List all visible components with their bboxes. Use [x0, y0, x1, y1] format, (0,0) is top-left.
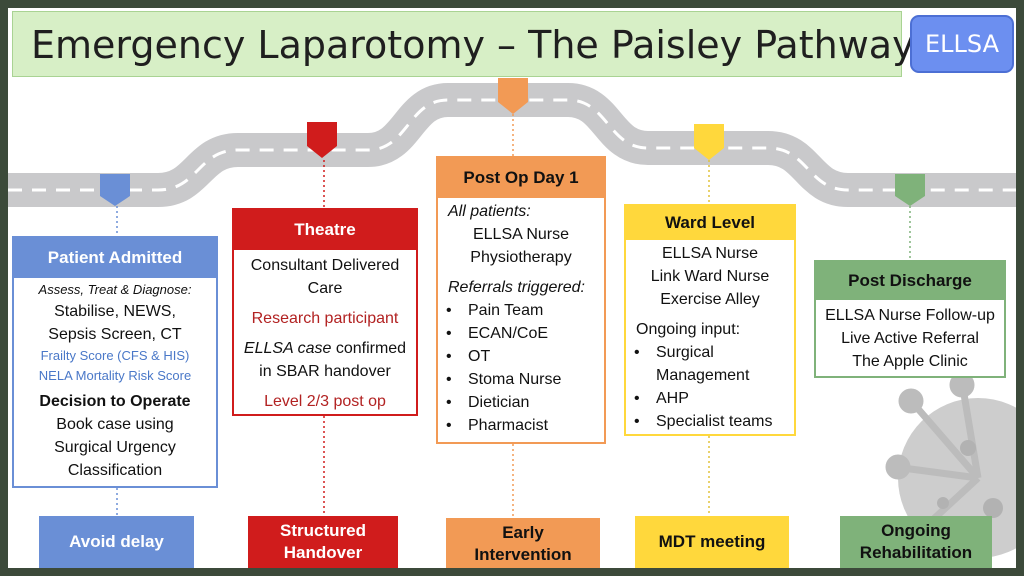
pin-red: [307, 122, 337, 158]
label-ongoing-rehabilitation: Ongoing Rehabilitation: [840, 516, 992, 568]
text-line: Classification: [67, 462, 163, 479]
text-line: ELLSA case confirmed: [234, 337, 416, 360]
text-line: ELLSA Nurse: [472, 226, 570, 243]
stage-theatre: Theatre Consultant Delivered Care Resear…: [232, 208, 418, 416]
text-line: Ongoing input:: [636, 321, 741, 338]
text-line: Physiotherapy: [470, 249, 572, 266]
text-line: Referrals triggered:: [448, 279, 585, 296]
list-item: Dietician: [438, 391, 604, 414]
stage-header: Theatre: [234, 210, 416, 250]
stage-post-discharge: Post Discharge ELLSA Nurse Follow-up Liv…: [814, 260, 1006, 378]
text-line: Live Active Referral: [841, 330, 979, 347]
text-line: in SBAR handover: [259, 363, 391, 380]
text-line: Research participant: [251, 310, 399, 327]
text-line: NELA Mortality Risk Score: [38, 368, 192, 383]
text-italic: ELLSA case: [243, 340, 332, 357]
label-line: Early: [502, 523, 544, 542]
label-line: Intervention: [474, 545, 572, 564]
list-item: Stoma Nurse: [438, 368, 604, 391]
pin-green: [895, 174, 925, 206]
stage-ward-level: Ward Level ELLSA Nurse Link Ward Nurse E…: [624, 204, 796, 436]
text-line: Consultant Delivered: [250, 257, 400, 274]
list-item: Surgical: [626, 341, 794, 364]
text-line: Sepsis Screen, CT: [48, 326, 182, 343]
subtitle: Assess, Treat & Diagnose:: [38, 282, 192, 297]
label-avoid-delay: Avoid delay: [39, 516, 194, 568]
pin-yellow: [694, 124, 724, 160]
stage-header: Patient Admitted: [14, 238, 216, 278]
list-item: Pain Team: [438, 299, 604, 322]
label-mdt-meeting: MDT meeting: [635, 516, 789, 568]
list-item: Specialist teams: [626, 410, 794, 433]
page-title: Emergency Laparotomy – The Paisley Pathw…: [12, 11, 915, 77]
list-item: OT: [438, 345, 604, 368]
text-normal: confirmed: [331, 340, 407, 357]
label-line: Handover: [283, 543, 363, 562]
stage-post-op-day-1: Post Op Day 1 All patients: ELLSA Nurse …: [436, 156, 606, 444]
label-line: Rehabilitation: [859, 543, 973, 562]
text-line: Book case using: [56, 416, 174, 433]
text-line: Surgical Urgency: [54, 439, 176, 456]
text-line: Exercise Alley: [660, 291, 760, 308]
stage-header: Post Op Day 1: [438, 158, 604, 198]
label-early-intervention: Early Intervention: [446, 518, 600, 568]
text-line: Management: [656, 367, 750, 384]
list-item: Pharmacist: [438, 414, 604, 437]
slide: { "title": "Emergency Laparotomy – The P…: [8, 8, 1016, 568]
text-line: Decision to Operate: [39, 393, 191, 410]
pin-blue: [100, 174, 130, 206]
text-line: Stabilise, NEWS,: [54, 303, 176, 320]
text-line: Frailty Score (CFS & HIS): [40, 348, 190, 363]
text-line: ELLSA Nurse Follow-up: [825, 307, 995, 324]
stage-header: Ward Level: [626, 206, 794, 240]
ellsa-badge: ELLSA: [910, 15, 1014, 73]
list-item: AHP: [626, 387, 794, 410]
label-line: Structured: [280, 521, 366, 540]
text-line: Level 2/3 post op: [264, 393, 386, 410]
text-line: Link Ward Nurse: [650, 268, 770, 285]
label-line: Ongoing: [881, 521, 951, 540]
text-line: Care: [307, 280, 343, 297]
text-line: All patients:: [448, 203, 531, 220]
text-line: ELLSA Nurse: [661, 245, 759, 262]
list-item: ECAN/CoE: [438, 322, 604, 345]
stage-patient-admitted: Patient Admitted Assess, Treat & Diagnos…: [12, 236, 218, 488]
pin-orange: [498, 78, 528, 114]
text-line: The Apple Clinic: [852, 353, 968, 370]
stage-header: Post Discharge: [816, 262, 1004, 300]
label-structured-handover: Structured Handover: [248, 516, 398, 568]
